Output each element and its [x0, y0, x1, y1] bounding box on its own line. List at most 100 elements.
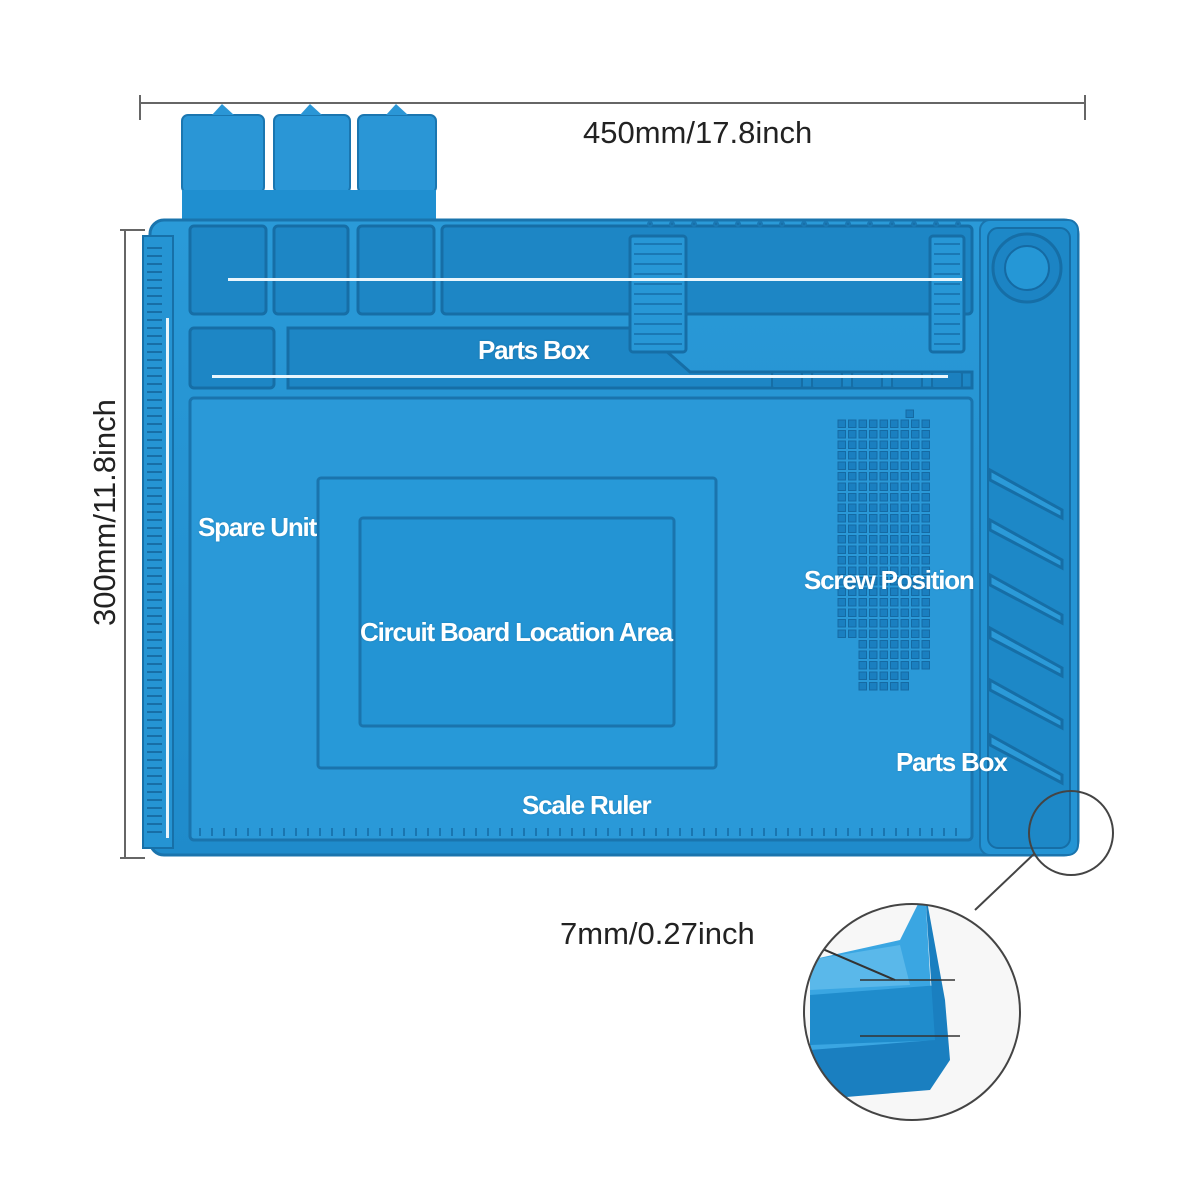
hole-dot	[801, 221, 807, 227]
zoom-callout	[803, 790, 1114, 1121]
screw-cell	[921, 566, 930, 575]
screw-cell	[879, 619, 888, 628]
screw-cell	[869, 524, 878, 533]
screw-cell	[890, 619, 899, 628]
screw-cell	[848, 503, 857, 512]
screw-cell	[911, 535, 920, 544]
circuit-board-area-label: Circuit Board Location Area	[360, 617, 673, 647]
screw-cell	[890, 535, 899, 544]
screw-cell	[890, 598, 899, 607]
screw-cell	[911, 440, 920, 449]
screw-cell	[879, 524, 888, 533]
screw-cell	[921, 472, 930, 481]
screw-cell	[900, 629, 909, 638]
screw-cell	[848, 566, 857, 575]
screw-cell	[900, 671, 909, 680]
screw-cell	[879, 430, 888, 439]
screw-cell	[921, 440, 930, 449]
screw-cell	[848, 440, 857, 449]
screw-cell	[869, 598, 878, 607]
screw-cell	[921, 619, 930, 628]
screw-cell	[837, 430, 846, 439]
parts-box-right-label: Parts Box	[896, 747, 1008, 777]
round-cup	[991, 232, 1063, 304]
screw-cell	[900, 535, 909, 544]
screw-cell	[900, 682, 909, 691]
hole-dot	[779, 221, 785, 227]
screw-cell	[837, 545, 846, 554]
width-dimension-label: 450mm/17.8inch	[583, 115, 813, 150]
screw-cell	[848, 514, 857, 523]
screw-cell	[837, 587, 846, 596]
screw-cell	[890, 461, 899, 470]
screw-position-grid	[837, 409, 930, 691]
screw-cell	[890, 451, 899, 460]
small-slot	[851, 371, 883, 389]
screw-cell	[879, 640, 888, 649]
screw-cell	[879, 566, 888, 575]
screw-cell	[858, 598, 867, 607]
screw-cell	[858, 671, 867, 680]
screw-cell	[879, 503, 888, 512]
screw-cell	[848, 545, 857, 554]
height-dimension-line	[120, 229, 145, 859]
screw-cell	[879, 671, 888, 680]
channel-divider	[988, 572, 1064, 626]
hole-dot	[669, 221, 675, 227]
small-slot	[891, 371, 923, 389]
parts-lids	[181, 104, 437, 220]
screw-cell	[890, 566, 899, 575]
screw-cell	[869, 482, 878, 491]
screw-cell	[858, 419, 867, 428]
screw-cell	[858, 629, 867, 638]
screw-cell	[879, 493, 888, 502]
screw-cell	[921, 451, 930, 460]
hole-dot	[647, 221, 653, 227]
screw-cell	[921, 482, 930, 491]
screw-cell	[921, 524, 930, 533]
screw-cell	[900, 430, 909, 439]
screw-cell	[911, 577, 920, 586]
screw-cell	[869, 493, 878, 502]
screw-cell	[879, 440, 888, 449]
screw-cell	[900, 419, 909, 428]
screw-cell	[837, 461, 846, 470]
screw-cell	[869, 556, 878, 565]
screw-cell	[890, 472, 899, 481]
screw-cell	[869, 430, 878, 439]
channel-divider	[988, 467, 1064, 521]
small-slot	[931, 371, 963, 389]
screw-cell	[848, 472, 857, 481]
screw-cell	[848, 577, 857, 586]
screw-cell	[858, 493, 867, 502]
screw-cell	[900, 514, 909, 523]
screw-cell	[869, 661, 878, 670]
screw-cell	[911, 650, 920, 659]
screw-cell	[837, 629, 846, 638]
screw-cell	[858, 461, 867, 470]
screw-cell	[858, 566, 867, 575]
screw-cell	[869, 682, 878, 691]
screw-cell	[858, 556, 867, 565]
screw-cell	[879, 587, 888, 596]
screw-cell	[869, 671, 878, 680]
thickness-dimension-label: 7mm/0.27inch	[560, 916, 755, 951]
screw-cell	[837, 524, 846, 533]
screw-cell	[858, 451, 867, 460]
screw-cell	[905, 409, 914, 418]
screw-cell	[900, 556, 909, 565]
screw-cell	[911, 661, 920, 670]
screw-cell	[911, 524, 920, 533]
screw-cell	[858, 535, 867, 544]
screw-cell	[890, 661, 899, 670]
screw-cell	[869, 451, 878, 460]
screw-cell	[858, 608, 867, 617]
screw-cell	[921, 503, 930, 512]
screw-cell	[858, 430, 867, 439]
screw-cell	[890, 430, 899, 439]
screw-cell	[869, 640, 878, 649]
hole-dot	[867, 221, 873, 227]
screw-cell	[921, 545, 930, 554]
screw-cell	[848, 598, 857, 607]
